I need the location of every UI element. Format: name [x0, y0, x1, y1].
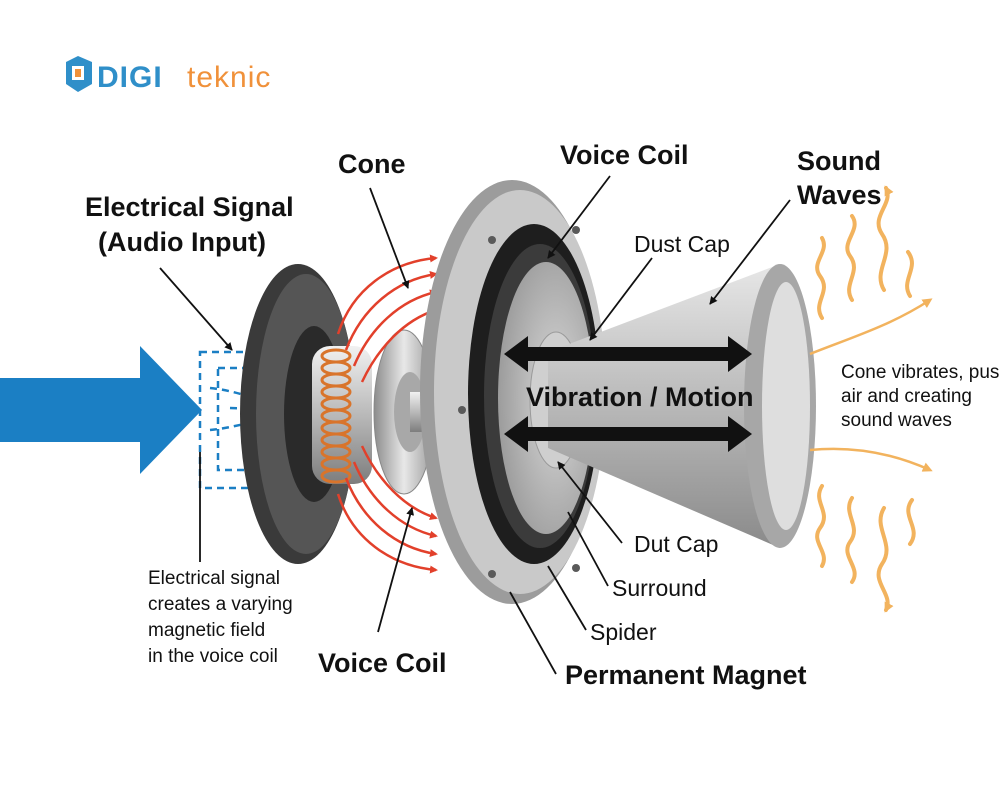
label-dut-cap: Dut Cap — [634, 531, 718, 557]
label-cone: Cone — [338, 149, 406, 179]
magnet-plate — [240, 264, 356, 564]
logo-mark-icon — [66, 56, 92, 92]
label-electrical-signal-line1: Electrical Signal — [85, 192, 294, 222]
label-voice-coil-bottom: Voice Coil — [318, 648, 447, 678]
frame-bolts — [458, 226, 580, 578]
sound-wave-squiggles — [815, 185, 916, 613]
logo-text-digi: DIGI — [97, 61, 163, 94]
label-electrical-signal-line2: (Audio Input) — [98, 227, 266, 257]
leader-lines — [159, 175, 791, 675]
signal-input-arrow — [0, 346, 202, 474]
motion-arrow-bottom — [504, 416, 752, 452]
signal-note-line1: Electrical signal — [148, 568, 280, 589]
label-surround: Surround — [612, 575, 707, 601]
air-flow-arrows — [809, 298, 933, 472]
magnetic-field-lines — [336, 254, 438, 574]
label-voice-coil-top: Voice Coil — [560, 140, 689, 170]
label-sound-waves-line2: Waves — [797, 180, 882, 210]
motion-arrow-top — [504, 336, 752, 372]
label-sound-waves-line1: Sound — [797, 146, 881, 176]
logo: DIGI teknic — [66, 56, 271, 94]
copper-coil — [320, 348, 352, 484]
voice-coil-assembly — [312, 329, 458, 495]
radiating-horn — [548, 264, 816, 548]
label-dust-cap: Dust Cap — [634, 231, 730, 257]
signal-note-line3: magnetic field — [148, 620, 265, 641]
signal-note-line2: creates a varying — [148, 594, 293, 615]
label-permanent-magnet: Permanent Magnet — [565, 660, 807, 690]
motion-arrows — [504, 336, 752, 452]
cone-note-line3: sound waves — [841, 410, 952, 431]
labels: Electrical Signal (Audio Input) Cone Voi… — [85, 140, 1000, 690]
signal-note-line4: in the voice coil — [148, 646, 278, 667]
cone-note-line1: Cone vibrates, pushing — [841, 362, 1000, 383]
label-spider: Spider — [590, 619, 657, 645]
label-vibration-motion: Vibration / Motion — [526, 382, 753, 412]
cone-note-line2: air and creating — [841, 386, 972, 407]
logo-text-teknic: teknic — [187, 61, 271, 94]
